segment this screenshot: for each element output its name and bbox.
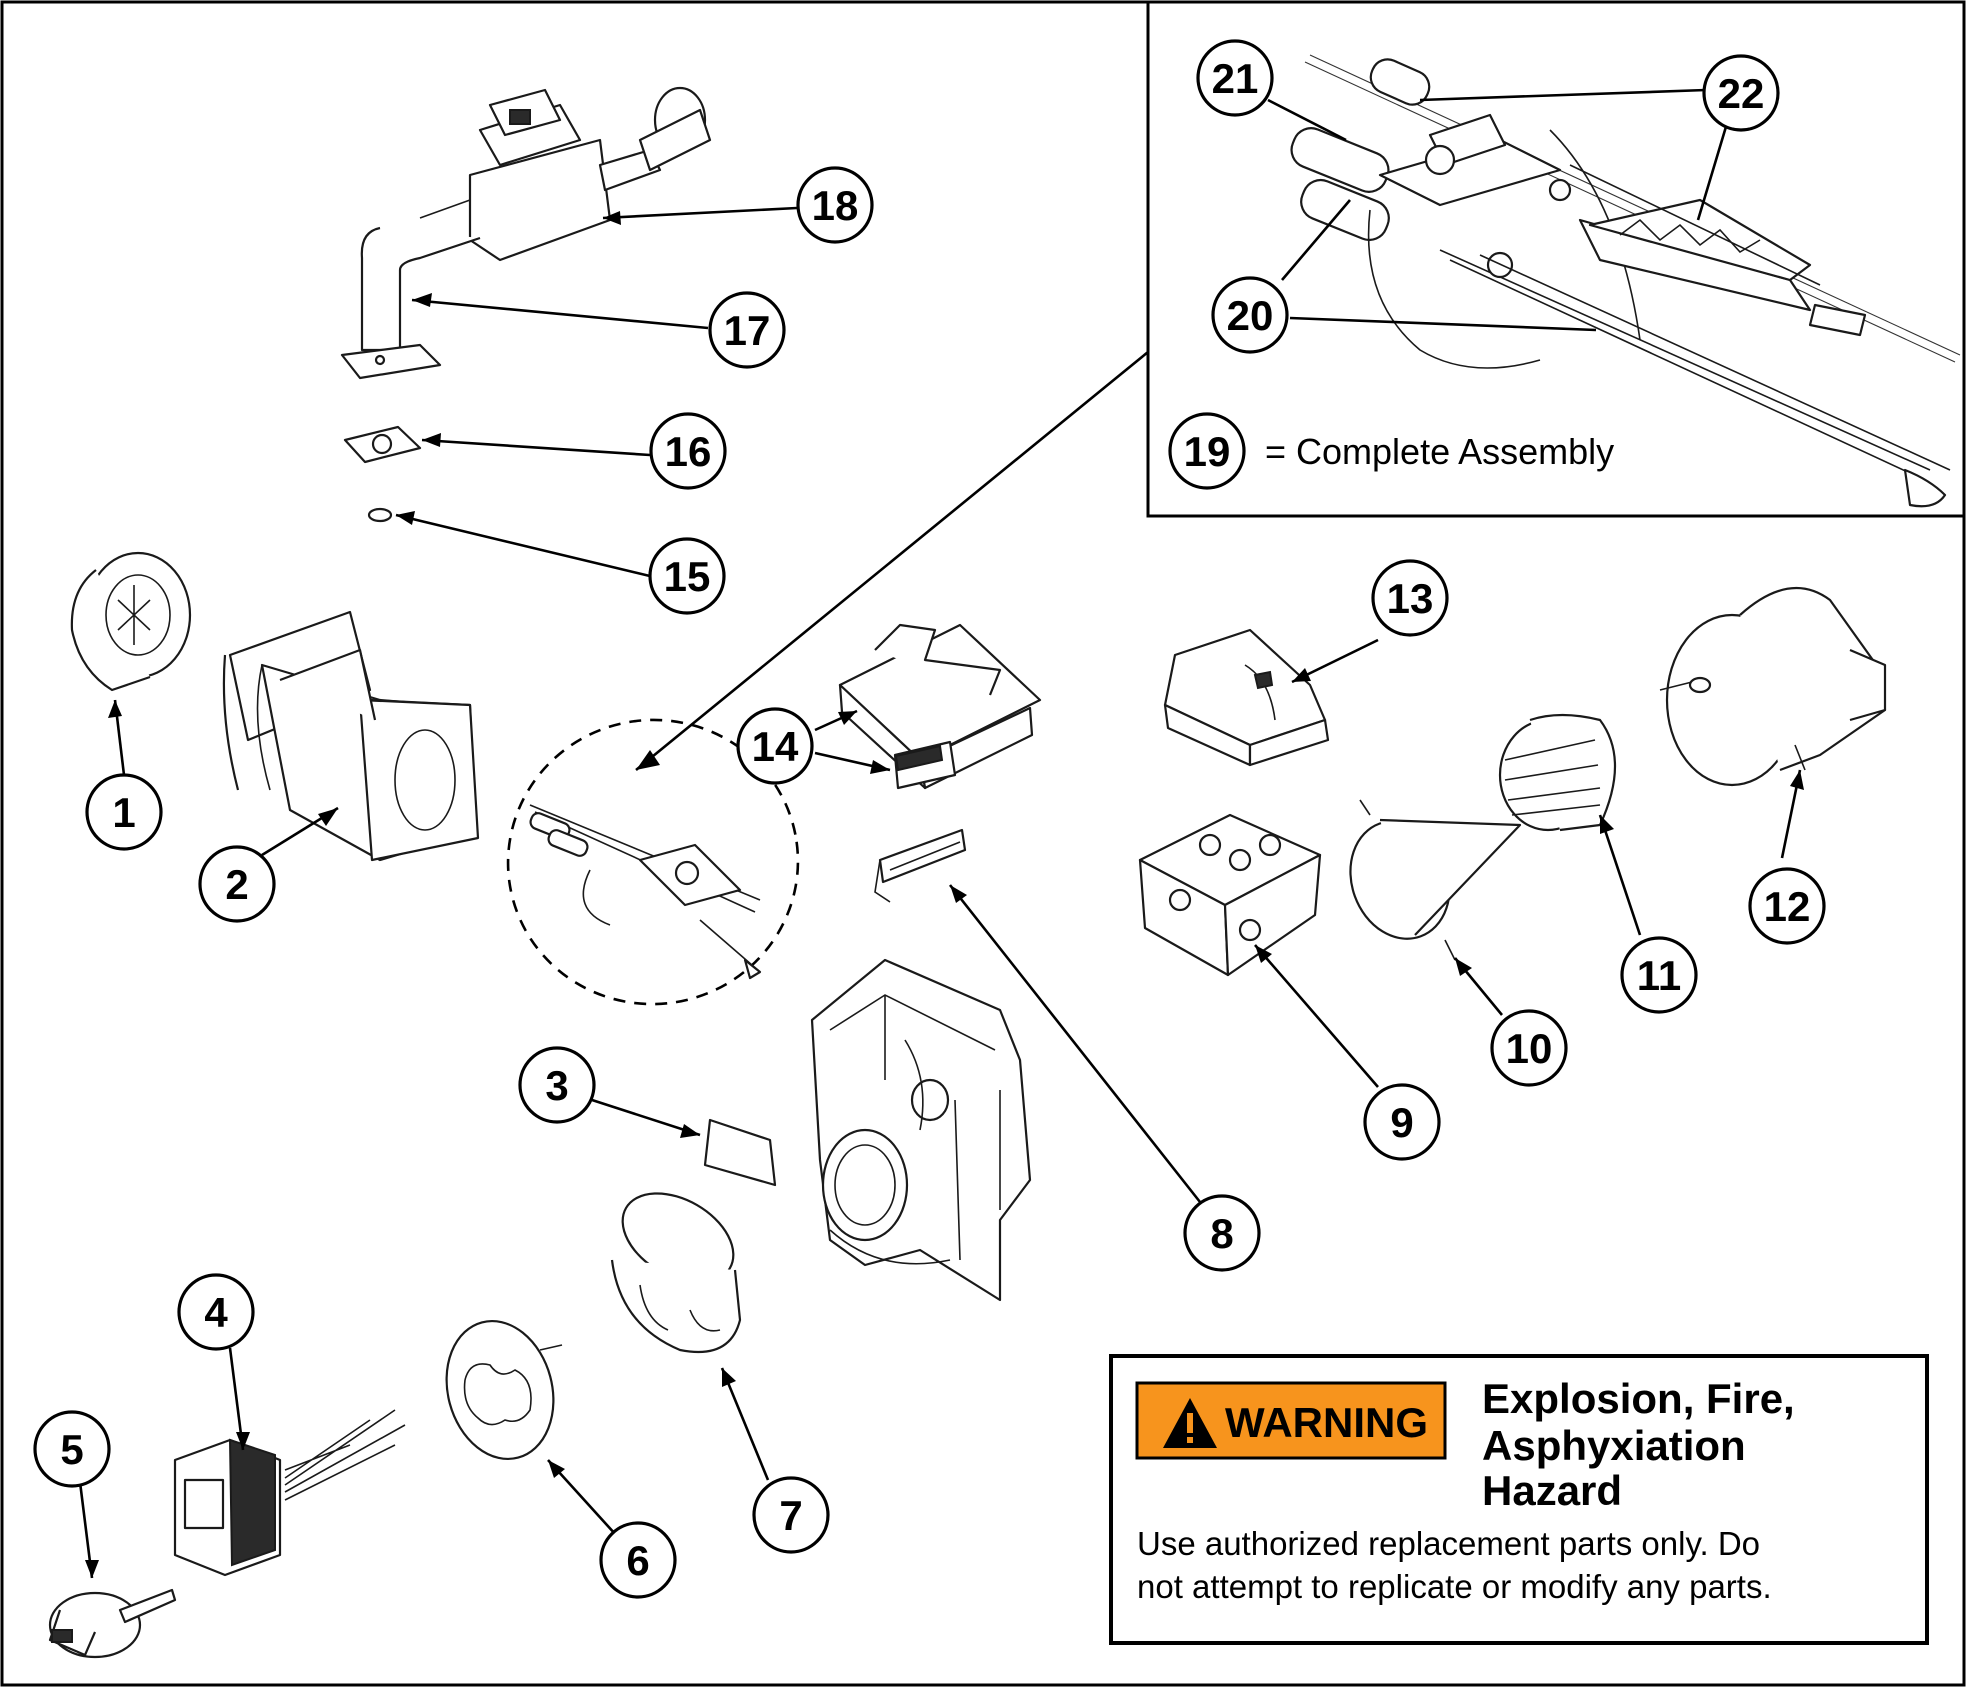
gasket-drawing [343,425,422,464]
air-shutter-cone-drawing [70,551,192,692]
callout-14: 14 [736,707,814,785]
bracket-drawing [874,828,967,903]
sight-glass-drawing [703,1118,777,1187]
callout-7: 7 [752,1476,830,1554]
leader-20a [1281,199,1351,281]
blast-tube-drawing [222,610,480,862]
svg-text:21: 21 [1212,55,1259,102]
callout-3: 3 [518,1046,596,1124]
svg-text:2: 2 [225,861,248,908]
blower-motor-drawing [1659,586,1887,787]
transformer-drawing [173,1409,406,1577]
svg-text:12: 12 [1764,883,1811,930]
callout-8: 8 [1183,1194,1261,1272]
svg-text:3: 3 [545,1062,568,1109]
blower-wheel-drawing [1498,713,1616,832]
inset-assembly-label: 19 = Complete Assembly [1168,412,1614,490]
callout-4: 4 [177,1273,255,1351]
callout-11: 11 [1620,936,1698,1014]
callout-1: 1 [85,773,163,851]
svg-text:14: 14 [752,723,799,770]
junction-box-drawing [1138,813,1322,977]
callout-13: 13 [1371,559,1449,637]
callout-5: 5 [33,1410,111,1488]
svg-text:22: 22 [1718,70,1765,117]
leader-22a [1419,88,1707,102]
callout-17: 17 [708,291,786,369]
svg-text:9: 9 [1390,1099,1413,1146]
warning-title-line-3: Hazard [1482,1467,1622,1514]
warning-body-line-1: Use authorized replacement parts only. D… [1137,1525,1760,1562]
callout-19-number: 19 [1184,428,1231,475]
callout-12: 12 [1748,867,1826,945]
orifice-drawing [367,507,393,523]
callout-19-circle [1168,412,1246,490]
svg-text:7: 7 [779,1492,802,1539]
svg-text:11: 11 [1637,952,1681,999]
svg-text:10: 10 [1506,1025,1553,1072]
baffle-drawing [1349,799,1522,961]
svg-text:4: 4 [204,1289,228,1336]
ignition-control-drawing [838,623,1042,790]
svg-text:18: 18 [812,182,859,229]
callout-21: 21 [1196,39,1274,117]
svg-text:1: 1 [112,789,135,836]
leader-inset-to-group [635,350,1149,772]
svg-text:16: 16 [665,428,712,475]
warning-title-line-1: Explosion, Fire, [1482,1375,1795,1422]
warning-badge-label: WARNING [1225,1399,1428,1446]
control-cover-drawing [1163,628,1330,767]
warning-title-line-2: Asphyxiation [1482,1422,1746,1469]
svg-text:8: 8 [1210,1210,1233,1257]
inset-detail-box: 19 = Complete Assembly [1146,0,1966,518]
inset-electrode-assembly-drawing [1290,54,1961,508]
burner-housing-drawing [810,958,1032,1302]
svg-text:5: 5 [60,1426,83,1473]
svg-text:20: 20 [1227,292,1274,339]
svg-text:13: 13 [1387,575,1434,622]
leader-22b [1696,119,1730,221]
warning-box: WARNING Explosion, Fire, Asphyxiation Ha… [1109,1354,1929,1645]
leader-21 [1267,98,1347,142]
callout-15: 15 [648,537,726,615]
svg-text:15: 15 [664,553,711,600]
leader-lines [78,206,1804,1579]
callout-18: 18 [796,166,874,244]
callout-10: 10 [1490,1009,1568,1087]
gas-valve-drawing [340,86,712,380]
callout-16: 16 [649,412,727,490]
callout-6: 6 [599,1521,677,1599]
callout-20: 20 [1211,276,1289,354]
electrode-assembly-dashed-group [506,718,800,1006]
air-plate-drawing [445,1319,563,1461]
complete-assembly-text: = Complete Assembly [1265,431,1614,472]
air-band-drawing [610,1192,742,1354]
warning-body-line-2: not attempt to replicate or modify any p… [1137,1568,1772,1605]
svg-text:17: 17 [724,307,771,354]
pressure-switch-drawing [48,1588,177,1659]
callout-2: 2 [198,845,276,923]
svg-text:6: 6 [626,1537,649,1584]
callout-9: 9 [1363,1083,1441,1161]
leader-20b [1289,316,1597,332]
warning-badge: WARNING [1135,1381,1447,1460]
callout-22: 22 [1702,54,1780,132]
